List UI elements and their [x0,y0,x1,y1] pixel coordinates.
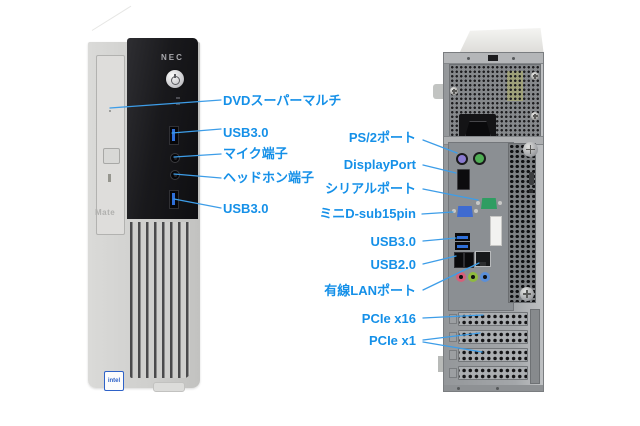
screw [512,57,515,60]
annotation-rear-usb3: USB3.0 [370,234,416,249]
ps2-mouse-port [473,152,486,165]
rear-panel [443,52,544,392]
dvd-indicator-dot [109,110,111,112]
side-tab-bottom [438,356,446,372]
screw [457,387,460,390]
thumbscrew-top [523,142,538,157]
dvd-access-led [108,174,111,182]
psu-screw [531,72,539,80]
power-button [166,70,184,88]
rear-view-photo [430,28,556,400]
screw [467,57,470,60]
dvd-eject-button [103,148,120,164]
rear-usb3-port-1 [455,233,470,241]
annotation-pcie-x1: PCIe x1 [369,333,416,348]
front-usb3-port-top [169,126,179,145]
annotation-rear-usb2: USB2.0 [370,257,416,272]
serial-port [476,196,502,211]
power-icon [171,74,180,85]
pcie-x1-slot-cover-1 [458,330,528,344]
slot-bracket-tab [449,314,457,324]
dvd-drive [96,55,125,235]
case-top-surface [458,28,544,56]
front-view-photo: NEC Mate intel [86,5,204,394]
psu-screw [531,112,539,120]
annotation-mic-jack: マイク端子 [223,146,288,161]
audio-mic-jack [456,272,466,282]
cover-latch [488,55,498,61]
annotation-headphone-jack: ヘッドホン端子 [223,170,315,185]
slot-retention-rail [530,309,540,384]
exhaust-vent-mesh [508,143,536,303]
annotation-dvd-super-multi: DVDスーパーマルチ [223,93,342,108]
annotation-mini-dsub15pin: ミニD-sub15pin [319,206,416,221]
vga-screw-post [474,209,478,213]
psu-screw [450,87,458,95]
io-port-panel [448,142,514,311]
screw [496,387,499,390]
front-usb3-port-bottom [169,190,179,209]
annotation-wired-lan: 有線LANポート [324,283,416,298]
mate-series-logo: Mate [95,208,116,217]
front-vent-grille [130,222,190,378]
intel-badge: intel [104,371,124,391]
security-lock-slot [529,172,534,185]
nec-logo: NEC [161,53,184,62]
case-top-edge-highlight [91,5,132,31]
annotation-pcie-x16: PCIe x16 [361,311,416,326]
rear-bottom-strip [444,385,543,391]
rear-usb3-port-2 [455,242,470,250]
rear-usb2-port-1 [454,252,464,268]
pcie-x16-slot-cover [458,312,528,326]
slot-cover-4 [458,366,528,380]
audio-linein-jack [480,272,490,282]
vga-screw-post [452,209,456,213]
displayport-port [457,169,470,190]
psu-vent-mesh [449,64,541,144]
expansion-slot-area [449,307,540,386]
side-tab-top [433,84,445,99]
front-bezel: NEC [127,38,198,219]
ps2-keyboard-port [456,153,468,165]
annotation-front-usb3-top: USB3.0 [223,125,269,140]
serial-connector [481,198,497,209]
padlock-hole [529,189,533,193]
annotation-serial-port: シリアルポート [325,181,416,196]
serial-number-label [490,216,502,246]
front-headphone-jack [170,170,180,180]
slot-bracket-tab [449,350,457,360]
annotation-displayport: DisplayPort [343,157,416,172]
slot-bracket-tab [449,332,457,342]
vga-connector [457,206,473,217]
disk-led [176,103,180,105]
lan-port [475,251,491,267]
power-led [176,97,180,99]
audio-lineout-jack [468,272,478,282]
slot-bracket-tab [449,368,457,378]
pcie-x1-slot-cover-2 [458,348,528,362]
annotation-front-usb3-bottom: USB3.0 [223,201,269,216]
vga-mini-dsub15-port [452,204,478,219]
annotation-ps2-port: PS/2ポート [348,130,416,145]
rear-usb2-port-2 [464,252,474,268]
model-label [153,382,185,392]
thumbscrew-bottom [520,287,534,301]
rear-top-strip [444,53,543,64]
serial-screw-post [498,201,502,205]
serial-screw-post [476,201,480,205]
front-mic-jack [170,153,180,163]
